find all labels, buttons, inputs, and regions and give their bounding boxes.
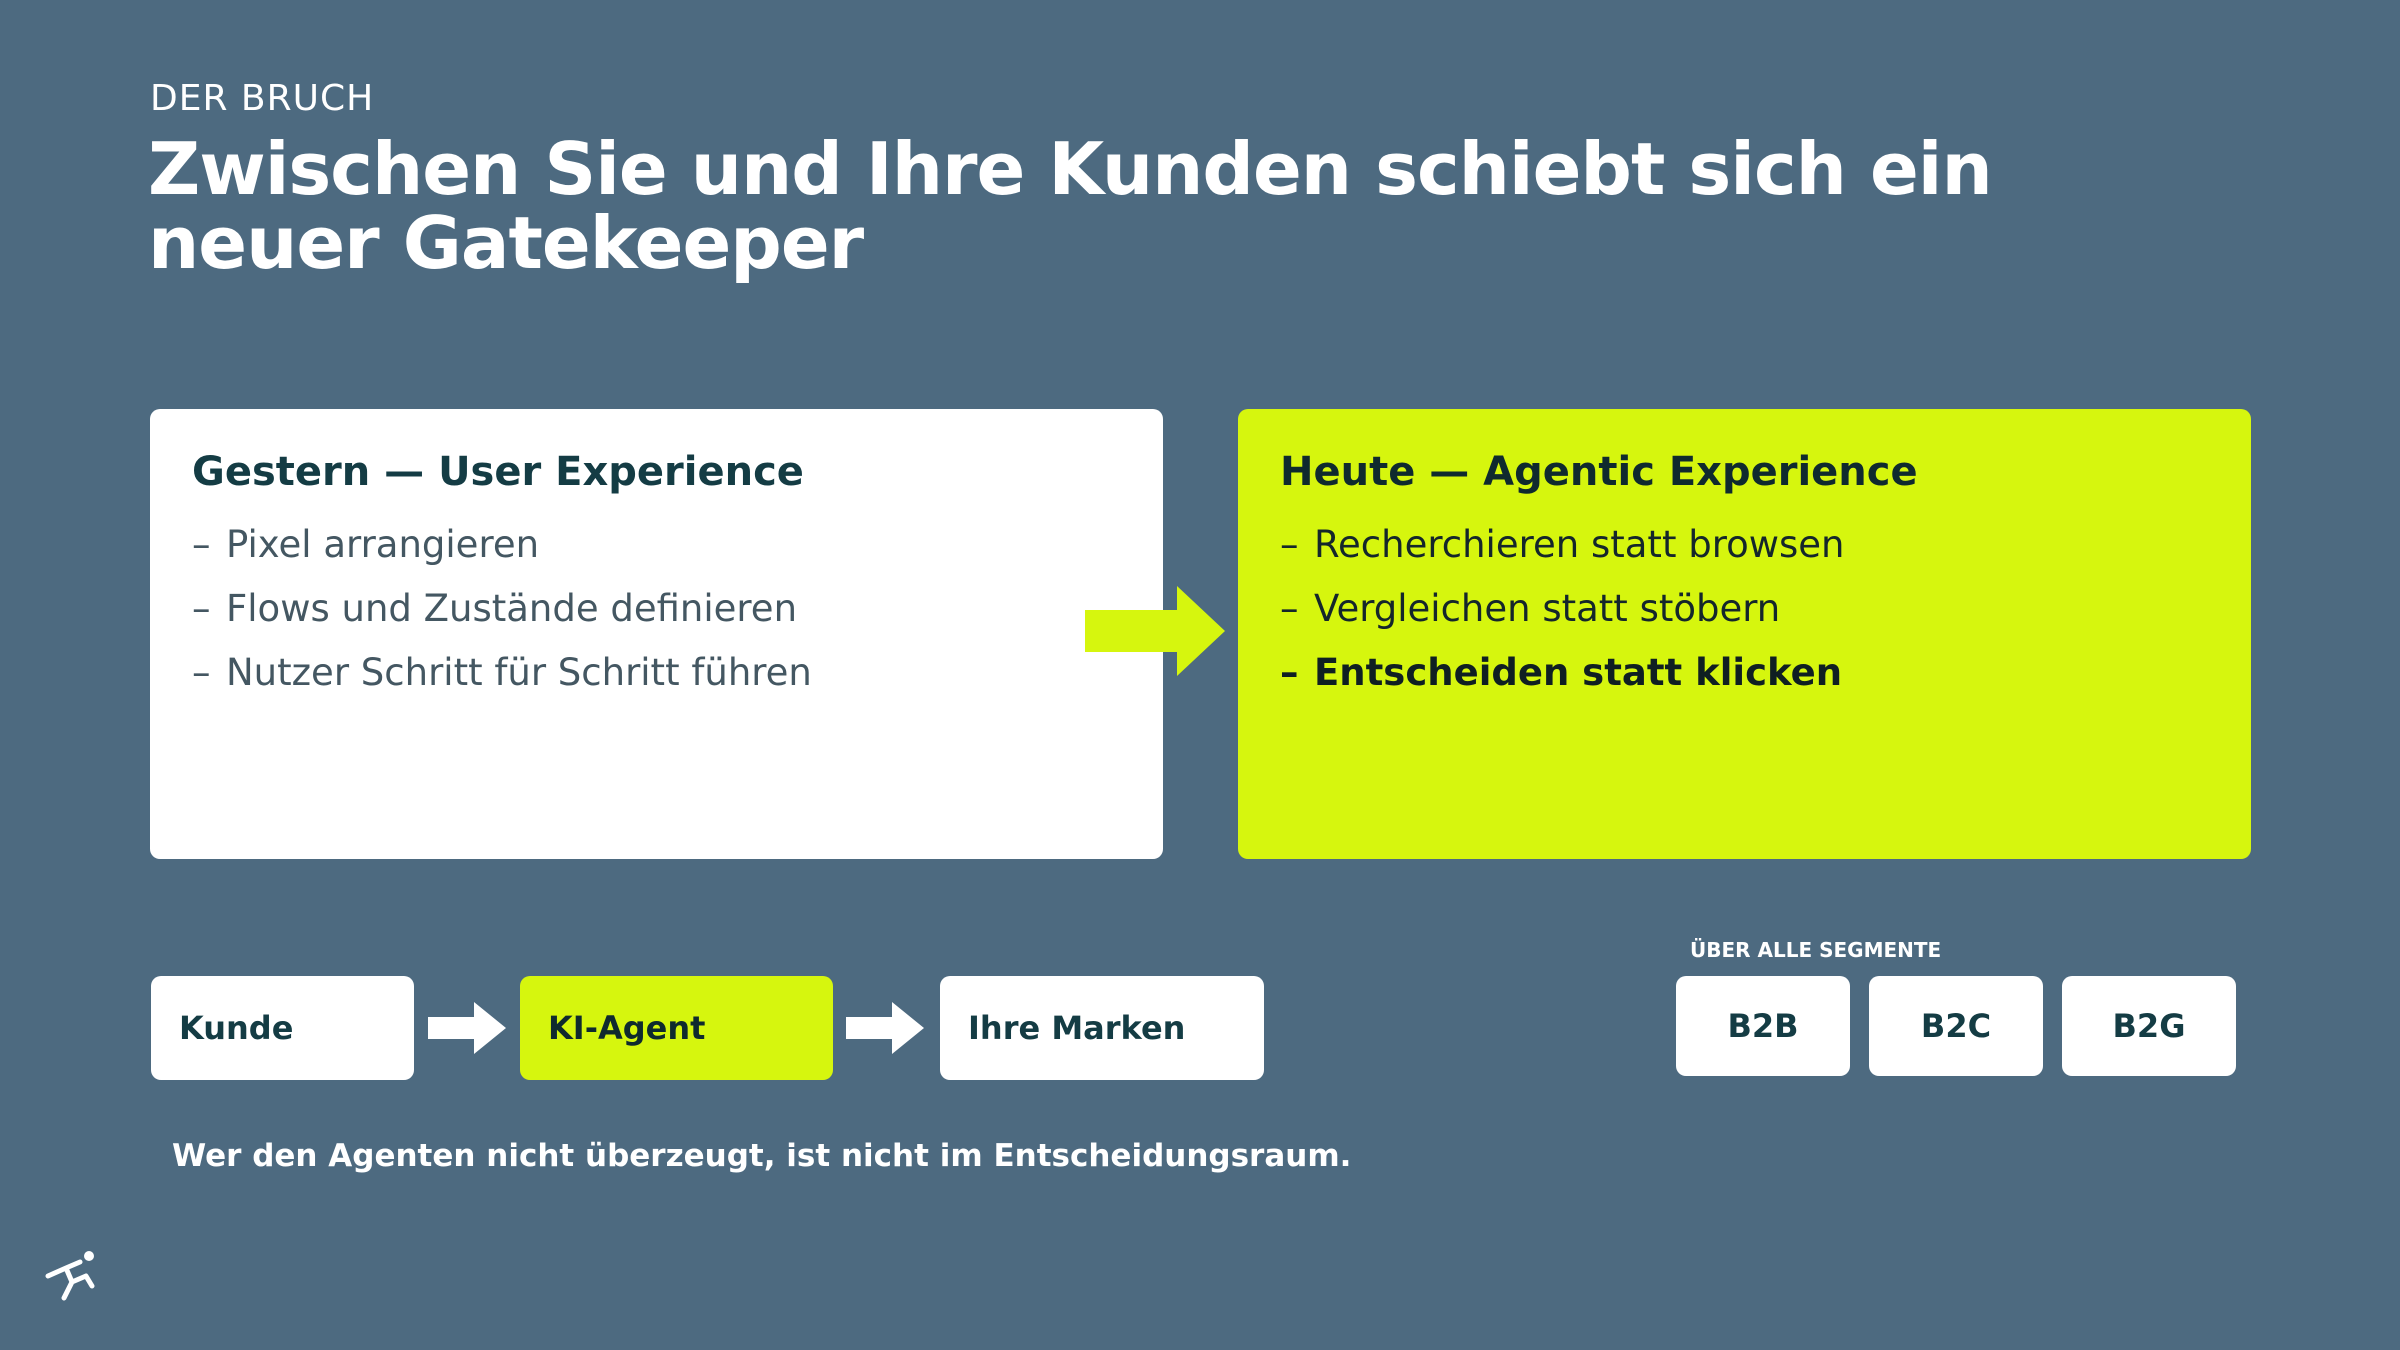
dash-marker: – (1280, 587, 1299, 630)
dash-marker: – (192, 651, 211, 694)
list-item: –Recherchieren statt browsen (1280, 513, 2209, 577)
list-item-text: Entscheiden statt klicken (1314, 651, 1843, 694)
dash-marker: – (1280, 651, 1299, 694)
list-item-text: Nutzer Schritt für Schritt führen (226, 651, 812, 694)
segment-b2c: B2C (1869, 976, 2043, 1076)
flow-step-ai-agent: KI-Agent (520, 976, 833, 1080)
dash-marker: – (192, 587, 211, 630)
dash-marker: – (1280, 523, 1299, 566)
flow-step-brands: Ihre Marken (940, 976, 1264, 1080)
list-item-text: Vergleichen statt stöbern (1314, 587, 1781, 630)
arrow-right-icon (846, 1002, 924, 1054)
list-item: –Vergleichen statt stöbern (1280, 577, 2209, 641)
bottom-note: Wer den Agenten nicht überzeugt, ist nic… (172, 1138, 1352, 1174)
card-today-list: –Recherchieren statt browsen –Vergleiche… (1280, 513, 2209, 705)
arrow-right-icon (1085, 586, 1225, 676)
list-item: –Nutzer Schritt für Schritt führen (192, 641, 1121, 705)
list-item-text: Flows und Zustände definieren (226, 587, 798, 630)
arrow-right-icon (428, 1002, 506, 1054)
list-item-text: Pixel arrangieren (226, 523, 540, 566)
segments-label: ÜBER ALLE SEGMENTE (1690, 938, 1942, 962)
eyebrow-label: DER BRUCH (150, 78, 375, 119)
list-item: –Entscheiden statt klicken (1280, 641, 2209, 705)
card-yesterday-list: –Pixel arrangieren –Flows und Zustände d… (192, 513, 1121, 705)
list-item: –Pixel arrangieren (192, 513, 1121, 577)
card-today-heading: Heute — Agentic Experience (1280, 449, 1918, 495)
runner-logo-icon (45, 1251, 95, 1301)
card-today: Heute — Agentic Experience –Recherchiere… (1238, 409, 2251, 859)
dash-marker: – (192, 523, 211, 566)
list-item-text: Recherchieren statt browsen (1314, 523, 1845, 566)
segment-b2b: B2B (1676, 976, 1850, 1076)
flow-step-customer: Kunde (151, 976, 414, 1080)
slide-title: Zwischen Sie und Ihre Kunden schiebt sic… (148, 127, 1993, 285)
card-yesterday-heading: Gestern — User Experience (192, 449, 804, 495)
list-item: –Flows und Zustände definieren (192, 577, 1121, 641)
card-yesterday: Gestern — User Experience –Pixel arrangi… (150, 409, 1163, 859)
segment-b2g: B2G (2062, 976, 2236, 1076)
